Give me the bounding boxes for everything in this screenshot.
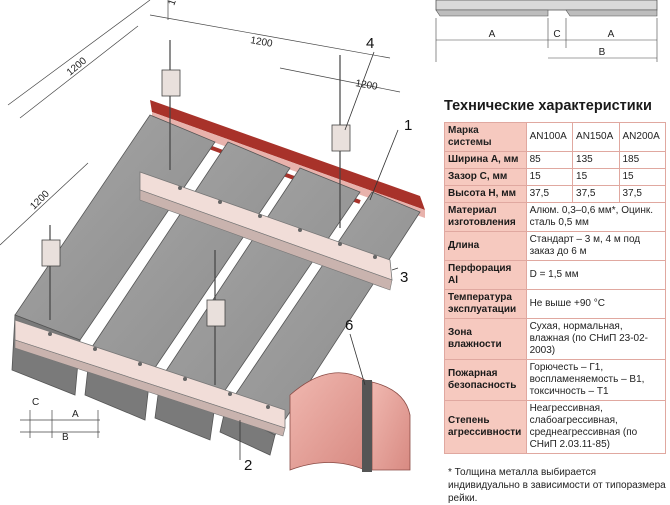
callout-4: 4 <box>366 35 374 52</box>
row-key: Степень агрессивности <box>444 400 527 454</box>
row-key: Длина <box>444 231 527 261</box>
dimension-lines <box>0 0 401 246</box>
hangers <box>41 40 351 385</box>
callout-3: 3 <box>400 269 408 286</box>
table-row: Степень агрессивности Неагрессивная, сла… <box>444 400 667 454</box>
row-key: Температура эксплуатации <box>444 289 527 319</box>
row-key: Пожарная безопасность <box>444 359 527 401</box>
row-value: 15 <box>525 168 574 186</box>
table-row: Материал изготовления Алюм. 0,3–0,6 мм*,… <box>444 202 667 232</box>
row-value: Не выше +90 °С <box>525 289 667 319</box>
dim-c: C <box>32 397 39 408</box>
table-row: Температура эксплуатации Не выше +90 °С <box>444 289 667 319</box>
row-value: 85 <box>525 151 574 169</box>
row-value: D = 1,5 мм <box>525 260 667 290</box>
brand-1: AN100A <box>525 122 574 152</box>
table-row: Перфорация Al D = 1,5 мм <box>444 260 667 290</box>
row-value: 135 <box>572 151 620 169</box>
callout-6: 6 <box>345 317 353 334</box>
brand-key: Марка системы <box>444 122 527 152</box>
table-row: Длина Стандарт – 3 м, 4 м под заказ до 6… <box>444 231 667 261</box>
brand-3: AN200A <box>618 122 666 152</box>
brand-2: AN150A <box>572 122 620 152</box>
callout-2: 2 <box>244 457 252 474</box>
row-value: 37,5 <box>525 185 574 203</box>
section-label-b: B <box>599 47 606 58</box>
row-value: Сухая, нормальная, влажная (по СНиП 23-0… <box>525 318 667 360</box>
ceiling-panels <box>11 114 421 456</box>
table-row: Ширина А, мм 85 135 185 <box>444 151 666 169</box>
row-value: Неагрессивная, слабоагрессивная, среднеа… <box>525 400 667 454</box>
section-label-c: C <box>553 29 560 40</box>
row-key: Ширина А, мм <box>444 151 527 169</box>
table-row: Марка системы AN100A AN150A AN200A <box>444 122 666 152</box>
section-label-a2: A <box>608 29 615 40</box>
callout-1: 1 <box>404 117 412 134</box>
section-detail: A C A B <box>435 0 658 62</box>
row-value: 15 <box>572 168 620 186</box>
row-key: Зазор С, мм <box>444 168 527 186</box>
row-value: Горючесть – Г1, воспламеняемость – В1, т… <box>525 359 667 401</box>
bottom-dims <box>20 410 100 438</box>
dim-1200-mid: 1200 <box>354 78 378 93</box>
row-key: Перфорация Al <box>444 260 527 290</box>
row-value: 37,5 <box>572 185 620 203</box>
spec-table: Марка системы AN100A AN150A AN200A Ширин… <box>444 122 667 454</box>
row-value: 15 <box>618 168 666 186</box>
dim-b: B <box>62 432 69 443</box>
dim-15: 15 <box>166 0 180 7</box>
slat-detail <box>289 372 411 472</box>
table-row: Зона влажности Сухая, нормальная, влажна… <box>444 318 667 360</box>
table-row: Зазор С, мм 15 15 15 <box>444 168 666 186</box>
row-key: Высота Н, мм <box>444 185 527 203</box>
row-value: 37,5 <box>618 185 666 203</box>
table-row: Высота Н, мм 37,5 37,5 37,5 <box>444 185 666 203</box>
row-value: 185 <box>618 151 666 169</box>
dim-1200-lower-left: 1200 <box>28 188 52 212</box>
section-label-a1: A <box>489 29 496 40</box>
table-row: Пожарная безопасность Горючесть – Г1, во… <box>444 359 667 401</box>
row-value: Алюм. 0,3–0,6 мм*, Оцинк. сталь 0,5 мм <box>525 202 667 232</box>
spec-title: Технические характеристики <box>444 98 652 114</box>
footnote: * Толщина металла выбирается индивидуаль… <box>448 467 666 504</box>
leader-lines <box>239 51 399 460</box>
dim-1200-top: 1200 <box>249 35 273 50</box>
row-key: Материал изготовления <box>444 202 527 232</box>
row-value: Стандарт – 3 м, 4 м под заказ до 6 м <box>525 231 667 261</box>
dim-a: A <box>72 409 79 420</box>
carrier-rails <box>14 171 393 437</box>
row-key: Зона влажности <box>444 318 527 360</box>
